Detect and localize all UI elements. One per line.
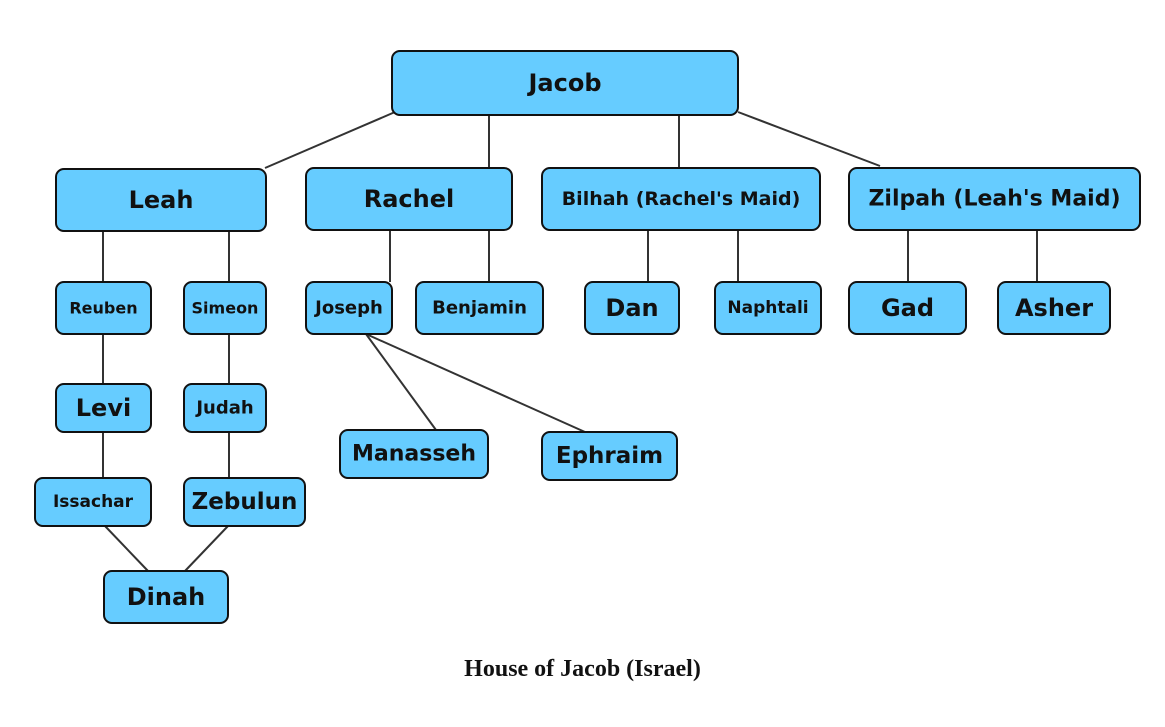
- node-label-dinah: Dinah: [127, 583, 206, 611]
- connector-zebulun-dinah: [184, 525, 229, 572]
- node-label-rachel: Rachel: [364, 185, 455, 213]
- node-box-gad: [848, 281, 967, 335]
- connector-jacob-zilpah: [737, 111, 881, 167]
- node-judah: Judah: [183, 383, 267, 433]
- node-reuben: Reuben: [55, 281, 152, 335]
- connector-joseph-manasseh: [365, 333, 437, 431]
- node-box-issachar: [34, 477, 152, 527]
- node-box-jacob: [391, 50, 739, 116]
- node-simeon: Simeon: [183, 281, 267, 335]
- node-zilpah: Zilpah (Leah's Maid): [848, 167, 1141, 231]
- node-box-dan: [584, 281, 680, 335]
- node-box-dinah: [103, 570, 229, 624]
- node-box-bilhah: [541, 167, 821, 231]
- node-joseph: Joseph: [305, 281, 393, 335]
- node-box-joseph: [305, 281, 393, 335]
- node-box-zebulun: [183, 477, 306, 527]
- node-label-zebulun: Zebulun: [192, 489, 298, 515]
- connector-issachar-dinah: [104, 525, 149, 572]
- node-label-ephraim: Ephraim: [556, 443, 663, 469]
- node-benjamin: Benjamin: [415, 281, 544, 335]
- node-rachel: Rachel: [305, 167, 513, 231]
- node-label-manasseh: Manasseh: [352, 442, 476, 467]
- node-box-leah: [55, 168, 267, 232]
- node-manasseh: Manasseh: [339, 429, 489, 479]
- node-dan: Dan: [584, 281, 680, 335]
- node-label-joseph: Joseph: [313, 298, 383, 319]
- node-label-judah: Judah: [194, 398, 253, 419]
- node-box-zilpah: [848, 167, 1141, 231]
- node-asher: Asher: [997, 281, 1111, 335]
- node-box-reuben: [55, 281, 152, 335]
- node-gad: Gad: [848, 281, 967, 335]
- node-box-levi: [55, 383, 152, 433]
- node-jacob: Jacob: [391, 50, 739, 116]
- node-label-reuben: Reuben: [69, 299, 137, 318]
- node-box-asher: [997, 281, 1111, 335]
- node-label-issachar: Issachar: [53, 492, 134, 512]
- node-label-leah: Leah: [129, 186, 194, 214]
- node-label-benjamin: Benjamin: [432, 298, 527, 319]
- node-label-asher: Asher: [1015, 294, 1093, 322]
- node-label-jacob: Jacob: [526, 69, 601, 97]
- node-box-benjamin: [415, 281, 544, 335]
- node-box-ephraim: [541, 431, 678, 481]
- diagram-caption: House of Jacob (Israel): [464, 656, 701, 682]
- connector-joseph-ephraim: [365, 333, 586, 433]
- node-zebulun: Zebulun: [183, 477, 306, 527]
- node-box-simeon: [183, 281, 267, 335]
- connector-jacob-leah: [264, 111, 396, 169]
- node-label-naphtali: Naphtali: [727, 298, 808, 318]
- node-box-naphtali: [714, 281, 822, 335]
- node-label-bilhah: Bilhah (Rachel's Maid): [562, 188, 801, 210]
- node-dinah: Dinah: [103, 570, 229, 624]
- node-box-rachel: [305, 167, 513, 231]
- node-label-zilpah: Zilpah (Leah's Maid): [868, 187, 1120, 212]
- node-issachar: Issachar: [34, 477, 152, 527]
- node-bilhah: Bilhah (Rachel's Maid): [541, 167, 821, 231]
- node-box-judah: [183, 383, 267, 433]
- node-box-manasseh: [339, 429, 489, 479]
- node-ephraim: Ephraim: [541, 431, 678, 481]
- node-label-gad: Gad: [881, 294, 934, 322]
- node-label-simeon: Simeon: [192, 299, 259, 318]
- node-leah: Leah: [55, 168, 267, 232]
- node-levi: Levi: [55, 383, 152, 433]
- node-label-dan: Dan: [605, 294, 658, 322]
- node-naphtali: Naphtali: [714, 281, 822, 335]
- node-label-levi: Levi: [76, 394, 131, 422]
